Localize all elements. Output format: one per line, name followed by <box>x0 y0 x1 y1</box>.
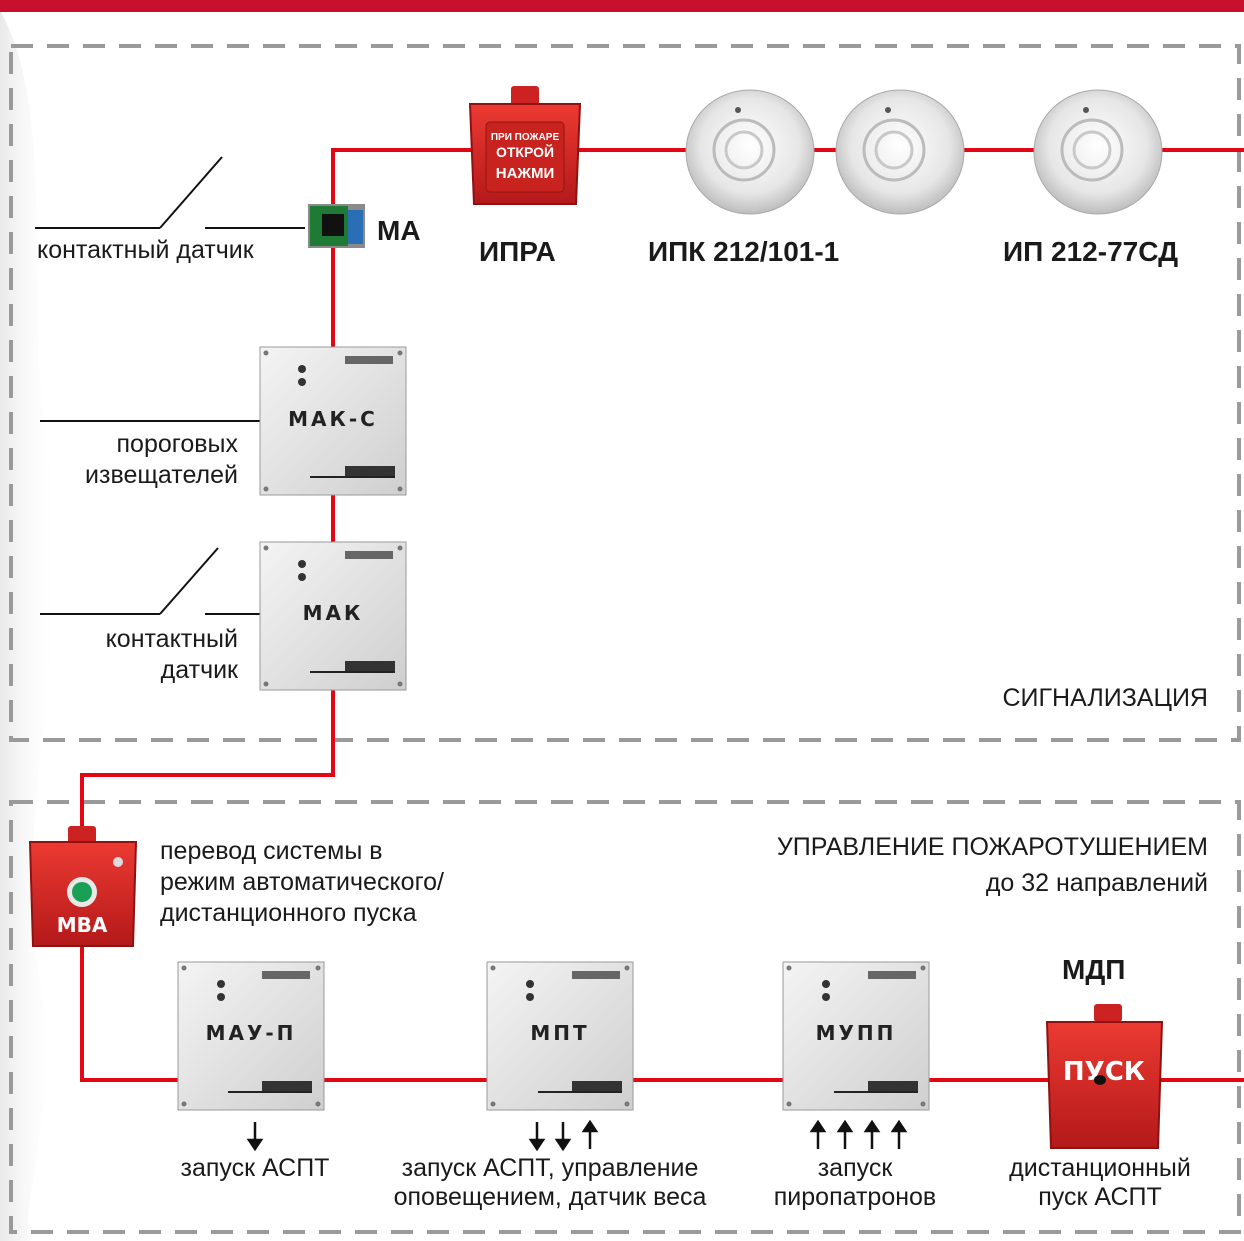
threshold-label-line1: пороговых <box>116 430 238 458</box>
mpt-output-line1: запуск АСПТ, управление <box>401 1154 699 1182</box>
fire-control-zone-title: УПРАВЛЕНИЕ ПОЖАРОТУШЕНИЕМ <box>776 833 1208 861</box>
mak-c-panel-label: МАК-С <box>288 407 378 431</box>
signaling-zone-frame <box>9 44 1241 742</box>
ipra-manual-call-point-icon: ПРИ ПОЖАРЕ ОТКРОЙ НАЖМИ <box>468 86 582 205</box>
mupp-panel-label: МУПП <box>816 1021 897 1045</box>
sensor-wires <box>35 156 305 615</box>
mdp-device-icon: ПУСК <box>1045 1004 1164 1149</box>
mak-module-icon: МАК <box>259 541 407 691</box>
mak-c-module-icon: МАК-С <box>259 346 407 496</box>
mak-panel-label: МАК <box>303 601 364 625</box>
top-red-bar <box>0 0 1244 12</box>
ma-module-icon <box>308 204 365 248</box>
ma-label: МА <box>377 215 421 246</box>
ip-detector-icon <box>1033 89 1163 215</box>
mpt-output-line2: оповещением, датчик веса <box>393 1183 707 1211</box>
mau-p-panel-label: МАУ-П <box>206 1021 297 1045</box>
ipra-face-2: ОТКРОЙ <box>496 143 554 160</box>
mau-p-module-icon: МАУ-П <box>177 961 325 1111</box>
mupp-output-line2: пиропатронов <box>773 1183 937 1211</box>
mdp-output-line2: пуск АСПТ <box>1038 1183 1162 1211</box>
fire-control-zone-subtitle: до 32 направлений <box>985 869 1208 897</box>
ipk-label: ИПК 212/101-1 <box>648 236 840 267</box>
mpt-module-icon: МПТ <box>486 961 634 1111</box>
ip-label: ИП 212-77СД <box>1003 236 1179 267</box>
mva-desc-line1: перевод системы в <box>160 837 383 865</box>
ipra-face-1: ПРИ ПОЖАРЕ <box>491 132 560 143</box>
mva-desc-line3: дистанционного пуска <box>160 899 417 927</box>
mdp-label: МДП <box>1062 954 1126 985</box>
mpt-panel-label: МПТ <box>530 1021 589 1045</box>
mupp-module-icon: МУПП <box>782 961 930 1111</box>
contact-sensor-2-line1: контактный <box>105 625 238 653</box>
mdp-output-line1: дистанционный <box>1009 1154 1191 1182</box>
contact-sensor-2-line2: датчик <box>160 656 238 684</box>
mva-desc-line2: режим автоматического/ <box>160 868 444 896</box>
ipk-detector-icon <box>685 89 815 215</box>
ipra-label: ИПРА <box>479 236 556 267</box>
background-swirl <box>0 10 58 1241</box>
threshold-label-line2: извещателей <box>85 461 238 489</box>
signaling-zone-title: СИГНАЛИЗАЦИЯ <box>1002 684 1208 712</box>
mau-p-output-label: запуск АСПТ <box>180 1154 330 1182</box>
mva-face-label: МВА <box>57 913 108 937</box>
output-arrows <box>246 1119 908 1152</box>
mupp-output-line1: запуск <box>817 1154 893 1182</box>
ipra-face-3: НАЖМИ <box>496 165 555 182</box>
detector-icon <box>835 89 965 215</box>
contact-sensor-label: контактный датчик <box>37 236 254 264</box>
mva-device-icon: МВА <box>28 826 138 947</box>
fire-control-zone-frame <box>9 800 1241 1234</box>
